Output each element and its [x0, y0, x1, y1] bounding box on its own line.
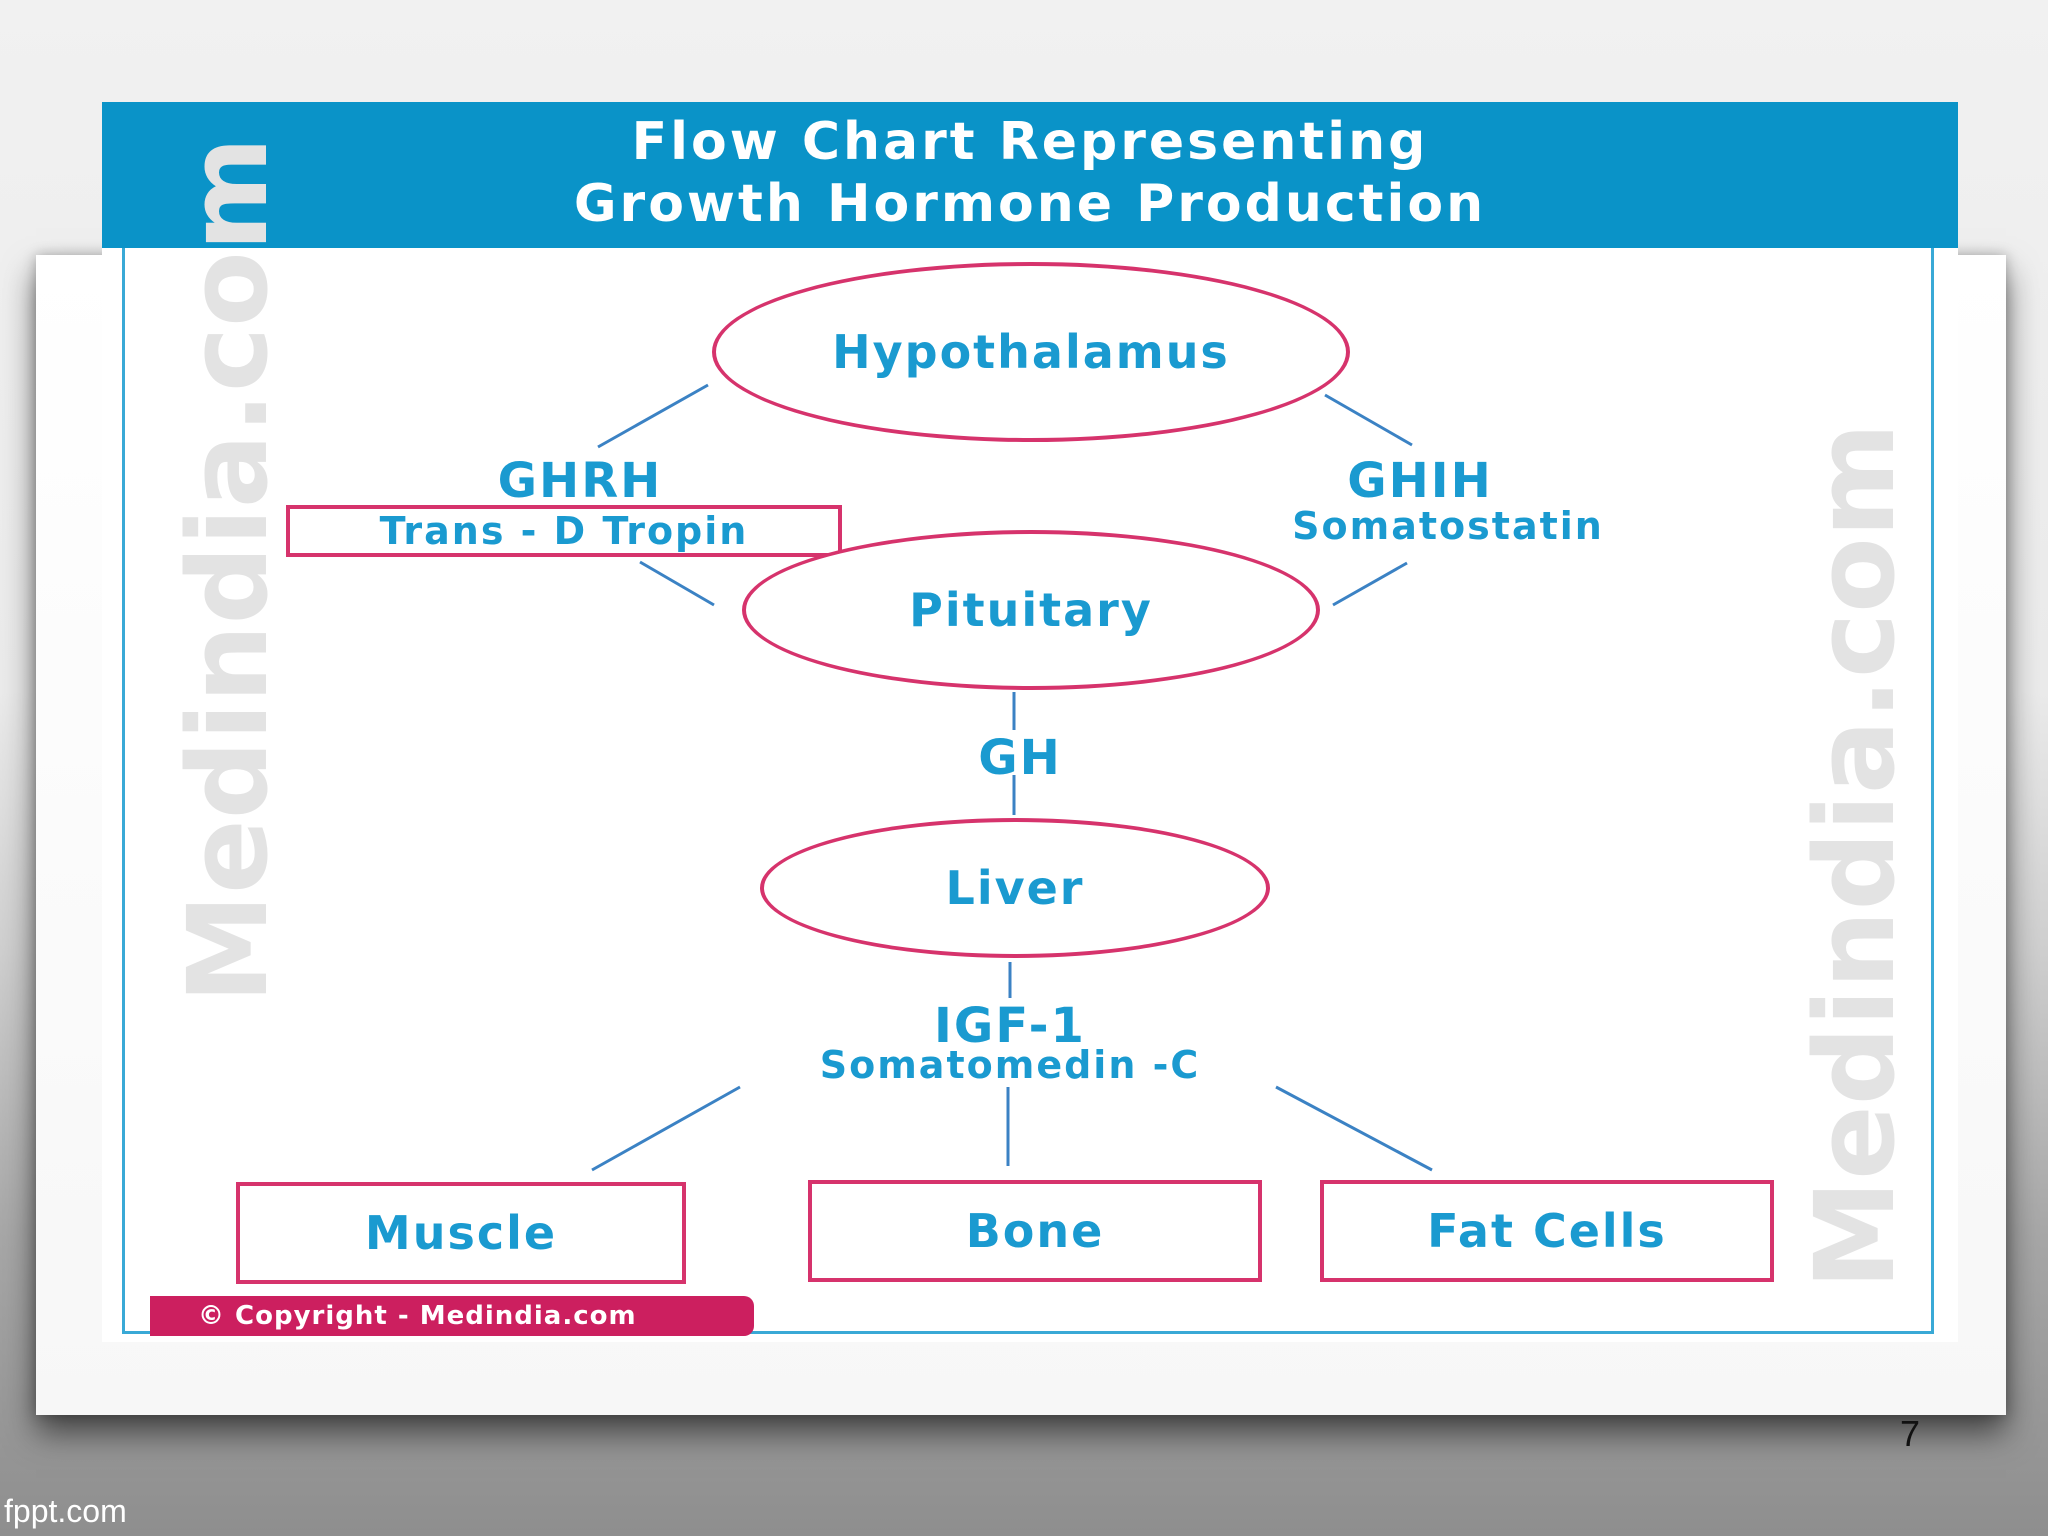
muscle-label: Muscle — [364, 1206, 558, 1260]
line-ghrh-pituitary — [639, 560, 715, 607]
ghih-label: GHIH — [1347, 453, 1493, 509]
line-somatomedin-muscle — [591, 1085, 741, 1172]
trans-d-tropin-box: Trans - D Tropin — [286, 505, 842, 557]
somatostatin-label: Somatostatin — [1292, 504, 1604, 548]
pituitary-label: Pituitary — [909, 583, 1153, 637]
gh-label: GH — [978, 730, 1062, 786]
line-hypothalamus-ghih — [1324, 393, 1413, 447]
line-ghih-pituitary — [1332, 561, 1408, 607]
node-fat-cells: Fat Cells — [1320, 1180, 1774, 1282]
fat-cells-label: Fat Cells — [1427, 1204, 1667, 1258]
igf1-label: IGF-1 — [934, 998, 1086, 1054]
hypothalamus-label: Hypothalamus — [832, 325, 1230, 379]
title-line-1: Flow Chart Representing — [631, 112, 1429, 172]
page-number: 7 — [1900, 1413, 1921, 1454]
title-line-2: Growth Hormone Production — [573, 174, 1487, 234]
node-bone: Bone — [808, 1180, 1262, 1282]
line-hypothalamus-ghrh — [597, 383, 709, 449]
footer-brand: fppt.com — [4, 1493, 127, 1529]
somatomedin-label: Somatomedin -C — [819, 1043, 1201, 1087]
liver-label: Liver — [945, 861, 1085, 915]
line-somatomedin-fat — [1275, 1085, 1433, 1172]
copyright-bar: © Copyright - Medindia.com — [150, 1296, 754, 1336]
copyright-text: © Copyright - Medindia.com — [198, 1301, 637, 1331]
node-pituitary: Pituitary — [742, 530, 1320, 690]
title-banner: Flow Chart Representing Growth Hormone P… — [102, 102, 1958, 248]
node-liver: Liver — [760, 818, 1270, 958]
node-muscle: Muscle — [236, 1182, 686, 1284]
ghrh-label: GHRH — [497, 453, 663, 509]
node-hypothalamus: Hypothalamus — [712, 262, 1350, 442]
trans-d-tropin-label: Trans - D Tropin — [379, 509, 749, 553]
bone-label: Bone — [965, 1204, 1105, 1258]
